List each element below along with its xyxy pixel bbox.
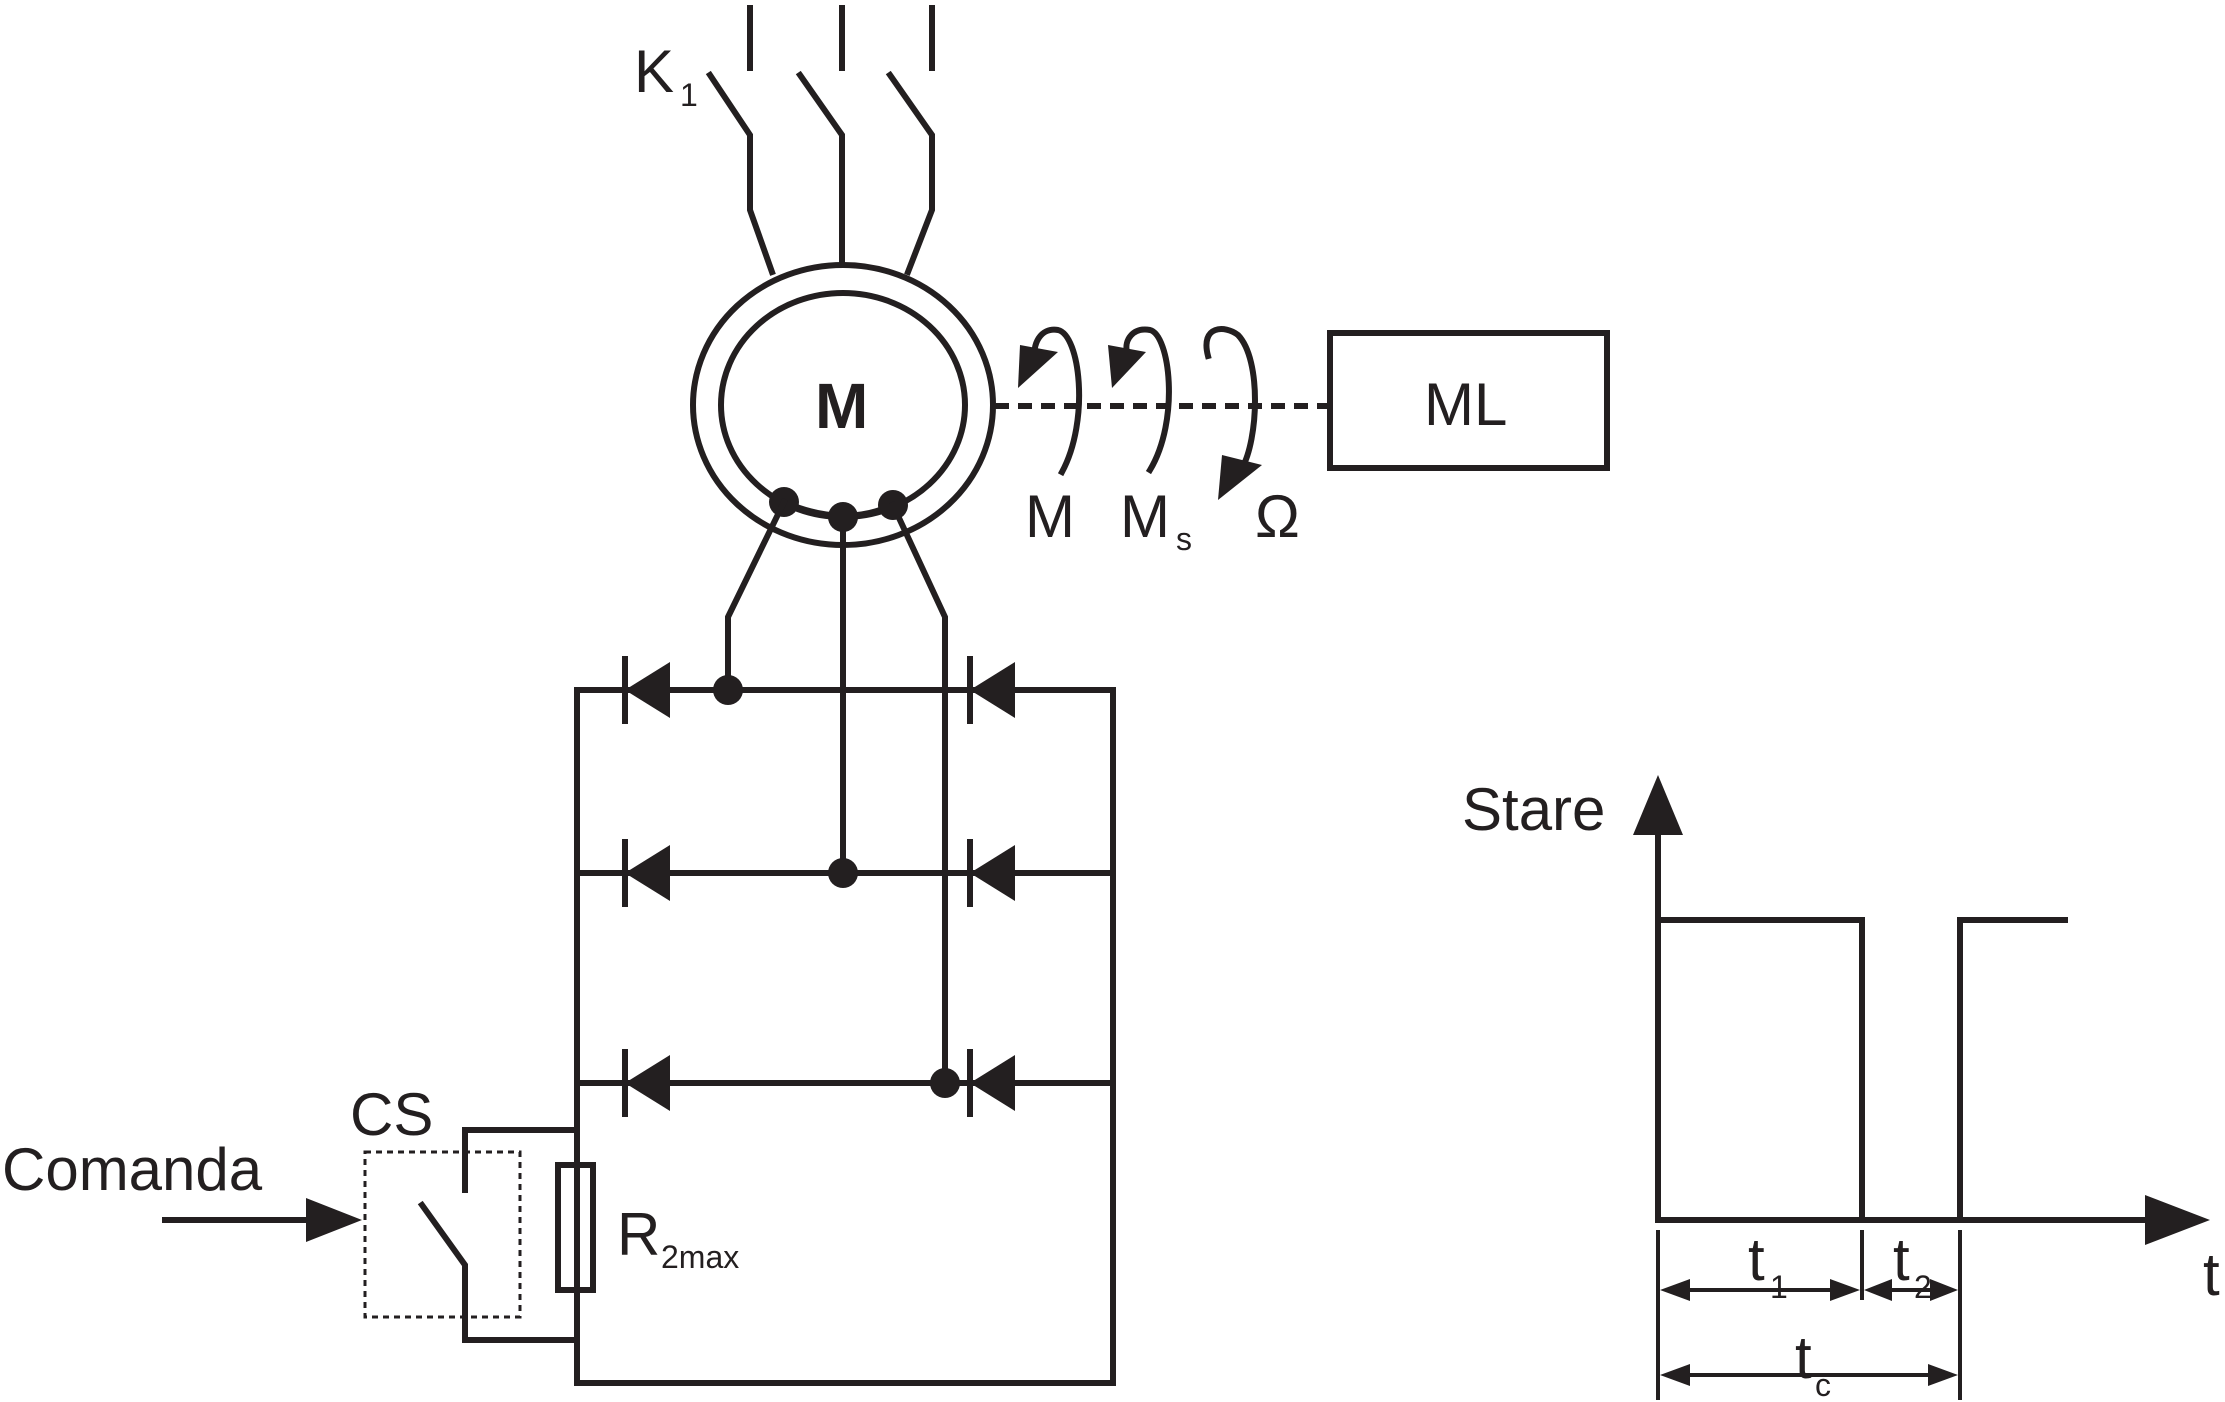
command-label: Comanda — [2, 1136, 263, 1203]
state-axis-arrow-icon — [1633, 775, 1683, 835]
t2-label: t — [1893, 1226, 1910, 1293]
command-arrow-icon — [162, 1198, 362, 1242]
resistor — [555, 1162, 596, 1293]
rotor-lead-3 — [889, 501, 948, 1086]
tc-label-sub: c — [1815, 1367, 1831, 1402]
static-torque-label: M — [1120, 483, 1170, 550]
motor-label: M — [815, 370, 868, 442]
state-axis-label: Stare — [1462, 776, 1605, 843]
static-torque-arrow-icon — [1108, 326, 1172, 475]
t2-label-sub: 2 — [1914, 1269, 1932, 1305]
contactor-k1 — [705, 5, 935, 276]
switch-label: K — [634, 38, 674, 105]
diode-bridge — [574, 656, 1116, 1386]
state-waveform — [1655, 917, 2068, 1223]
tc-label: t — [1795, 1324, 1812, 1391]
t1-label-sub: 1 — [1770, 1269, 1788, 1305]
t1-label: t — [1748, 1226, 1765, 1293]
resistor-label: R — [617, 1201, 660, 1268]
time-axis-label: t — [2203, 1241, 2220, 1308]
torque-arrow-icon — [1018, 326, 1083, 477]
switch-control-label: CS — [350, 1081, 433, 1148]
load-label: ML — [1424, 371, 1507, 438]
speed-arrow-icon — [1203, 326, 1262, 500]
short-circuit-switch — [363, 1127, 580, 1343]
timing-diagram — [1633, 775, 2210, 1400]
static-torque-sub: s — [1176, 521, 1192, 557]
resistor-label-sub: 2max — [661, 1239, 739, 1275]
speed-label: Ω — [1255, 483, 1300, 550]
rotor-lead-1 — [725, 497, 789, 693]
torque-label: M — [1025, 483, 1075, 550]
load-box — [1327, 330, 1610, 471]
switch-label-sub: 1 — [680, 77, 698, 113]
time-axis-arrow-icon — [2145, 1195, 2210, 1245]
